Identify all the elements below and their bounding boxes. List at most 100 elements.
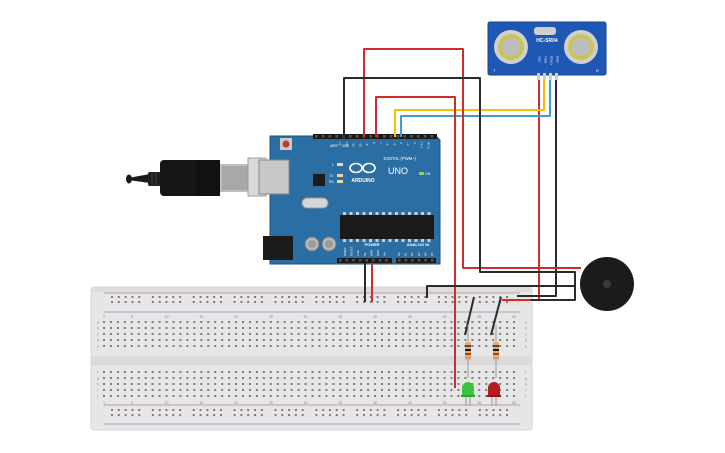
digital-pin-label: 8 — [372, 142, 376, 144]
wire-led-jumper-1 — [464, 296, 475, 336]
l-label: L — [332, 163, 334, 167]
row-letter: g — [525, 377, 527, 381]
wire-sensor-echo — [400, 80, 551, 137]
power-pin-label: RESET — [350, 246, 354, 256]
sensor-pin-label: VCC — [538, 56, 542, 63]
column-number: 1 — [103, 315, 105, 319]
breadboard-holes — [103, 296, 516, 416]
sensor-pin — [555, 73, 558, 80]
rx-led — [337, 180, 343, 183]
digital-pin-label: ~9 — [365, 142, 369, 146]
tx-label: TX — [329, 174, 334, 178]
breadboard-power-rails — [104, 292, 520, 425]
digital-pin-label: RX 0 — [426, 142, 430, 149]
row-letter: f — [97, 371, 98, 375]
sensor-r-mark: R — [596, 68, 599, 73]
gnd-label: GND — [342, 144, 350, 148]
column-number: 35 — [338, 401, 342, 405]
wire-sensor-gnd — [517, 80, 557, 297]
row-letter: j — [524, 395, 526, 399]
digital-pin-label: TX 1 — [420, 142, 424, 149]
row-letter: f — [525, 371, 526, 375]
arduino-brand: ARDUINO — [351, 178, 374, 184]
wires — [343, 48, 581, 388]
tx-led — [337, 174, 343, 177]
column-number: 45 — [408, 401, 412, 405]
wire-buzzer-gnd — [343, 77, 576, 301]
sensor-pin-label: ECHO — [550, 56, 554, 65]
column-number: 5 — [131, 315, 133, 319]
digital-pin-label: 2 — [413, 142, 417, 144]
analog-pin-label: A1 — [404, 252, 408, 256]
row-letter: e — [97, 345, 99, 349]
breadboard-column-numbers: 1155101015152020252530303535404045455050… — [103, 315, 516, 405]
aref-label: AREF — [330, 144, 339, 148]
sensor-name: HC-SR04 — [536, 38, 558, 44]
sensor-pin-label: GND — [556, 56, 560, 64]
row-letter: c — [525, 333, 527, 337]
row-letter: h — [525, 383, 527, 387]
wire-red-led — [375, 96, 456, 388]
atmega-chip — [340, 215, 434, 239]
power-pin-label: GND — [376, 250, 380, 256]
arduino-model: UNO — [388, 166, 408, 176]
row-letter: c — [97, 333, 99, 337]
power-pin-label: IOREF — [343, 247, 347, 256]
sensor-pin — [537, 73, 540, 80]
column-number: 25 — [269, 401, 273, 405]
usb-cable — [126, 157, 267, 197]
analog-pin-label: A5 — [430, 252, 434, 256]
resistor-1 — [465, 325, 471, 378]
power-pin-label: 3.3V — [356, 250, 360, 256]
column-number: 10 — [165, 401, 169, 405]
wire-rail-gnd — [426, 285, 575, 298]
column-number: 35 — [338, 315, 342, 319]
led-red — [487, 382, 501, 406]
row-letter: d — [525, 339, 527, 343]
column-number: 5 — [131, 401, 133, 405]
analog-pin-label: A2 — [410, 252, 414, 256]
analog-pin-label: A3 — [417, 252, 421, 256]
digital-pin-label: 12 — [345, 142, 349, 146]
digital-label: DIGITAL (PWM~) — [384, 156, 417, 161]
column-number: 20 — [234, 315, 238, 319]
column-number: 55 — [477, 401, 481, 405]
sensor-pin — [549, 73, 552, 80]
power-pin-label: Vin — [383, 252, 387, 256]
column-number: 45 — [408, 315, 412, 319]
sensor-pin — [543, 73, 546, 80]
breadboard: 1155101015152020252530303535404045455050… — [90, 286, 533, 431]
column-number: 15 — [199, 401, 203, 405]
column-number: 25 — [269, 315, 273, 319]
column-number: 55 — [477, 315, 481, 319]
column-number: 20 — [234, 401, 238, 405]
piezo-buzzer — [580, 257, 634, 311]
digital-pin-label: ~5 — [392, 142, 396, 146]
analog-pin-label: A4 — [423, 252, 427, 256]
column-number: 30 — [304, 401, 308, 405]
row-letter: e — [525, 345, 527, 349]
column-number: 1 — [103, 401, 105, 405]
wire-led-jumper-2 — [490, 296, 502, 336]
row-letter: h — [97, 383, 99, 387]
rx-label: RX — [329, 180, 335, 184]
arduino-logo — [349, 162, 376, 174]
sensor-crystal — [534, 27, 556, 35]
row-letter: a — [97, 321, 99, 325]
row-letter: i — [525, 389, 526, 393]
digital-pin-label: ~3 — [406, 142, 410, 146]
digital-pin-label: 7 — [379, 142, 383, 144]
crystal-oscillator — [301, 197, 329, 209]
digital-pin-label: ~6 — [386, 142, 390, 146]
analog-label: ANALOG IN — [407, 242, 430, 247]
l-led — [337, 163, 343, 166]
power-label: POWER — [364, 242, 379, 247]
row-letter: g — [97, 377, 99, 381]
row-letter: b — [525, 327, 527, 331]
column-number: 40 — [373, 315, 377, 319]
